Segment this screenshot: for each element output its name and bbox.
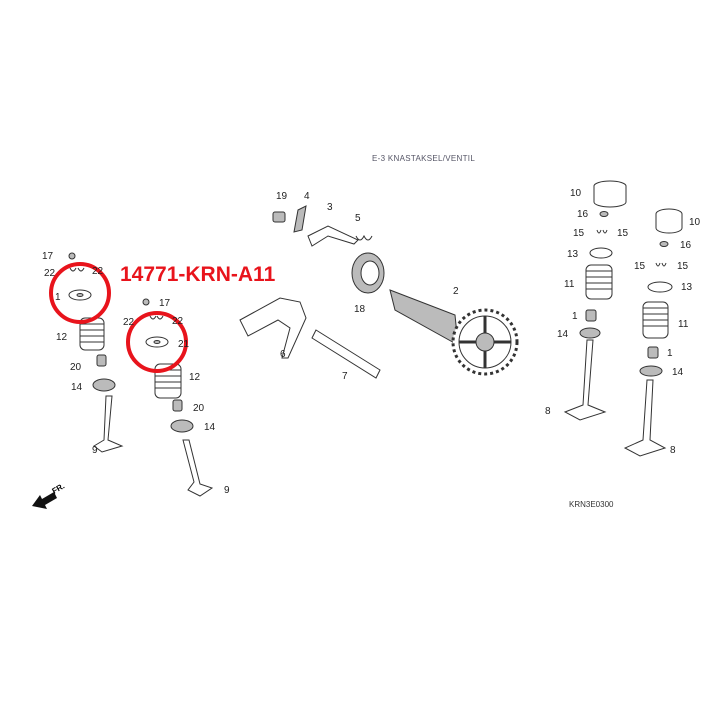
callout: 9 (224, 485, 230, 496)
callout: 13 (681, 282, 693, 293)
valve-assembly-right-2 (623, 208, 683, 457)
callout: 8 (545, 406, 551, 417)
callout: 20 (193, 403, 205, 414)
callout: 4 (304, 191, 310, 202)
tappet (593, 180, 627, 208)
front-direction-arrow: FR. (32, 481, 66, 509)
callout: 21 (178, 339, 190, 350)
callout: 2 (453, 286, 459, 297)
camshaft-parts (239, 205, 519, 379)
callout: 9 (92, 445, 98, 456)
front-label: FR. (51, 481, 67, 495)
callout: 1 (572, 311, 578, 322)
callout: 10 (689, 217, 701, 228)
callout: 22 (172, 316, 184, 327)
callout: 22 (44, 268, 56, 279)
cam-sprocket (451, 308, 519, 376)
callout: 16 (577, 209, 589, 220)
callout: 15 (677, 261, 689, 272)
callout: 12 (189, 372, 201, 383)
callout: 15 (573, 228, 585, 239)
callout: 22 (92, 266, 104, 277)
rocker-arm (239, 297, 307, 359)
callout: 14 (71, 382, 83, 393)
callout: 15 (617, 228, 629, 239)
callout: 1 (55, 292, 61, 303)
callout: 22 (123, 317, 135, 328)
callout: 16 (680, 240, 692, 251)
valve-assembly-right-1 (563, 180, 627, 421)
bolt (272, 211, 286, 223)
bearing (351, 252, 385, 294)
callout: 7 (342, 371, 348, 382)
callout: 11 (564, 279, 575, 290)
callout: 6 (280, 349, 286, 360)
plate (293, 205, 307, 233)
valve-stem-seal (96, 354, 107, 367)
callout-labels: 17 22 22 1 12 20 14 9 17 22 22 21 12 20 … (42, 188, 701, 496)
callout: 10 (570, 188, 582, 199)
callout: 11 (678, 319, 689, 330)
callout: 20 (70, 362, 82, 373)
valve-assembly-left-2 (142, 298, 214, 497)
callout: 5 (355, 213, 361, 224)
callout: 18 (354, 304, 366, 315)
valve (93, 395, 124, 453)
camshaft (389, 289, 459, 346)
callout: 14 (557, 329, 569, 340)
callout: 17 (42, 251, 54, 262)
highlight-circle-1 (49, 262, 111, 324)
callout: 14 (204, 422, 216, 433)
callout: 12 (56, 332, 68, 343)
callout: 8 (670, 445, 676, 456)
valve-assembly-left-1 (68, 252, 124, 453)
diagram-code: KRN3E0300 (569, 500, 614, 509)
part-number-annotation: 14771-KRN-A11 (120, 263, 276, 286)
callout: 17 (159, 298, 171, 309)
callout: 3 (327, 202, 333, 213)
callout: 15 (634, 261, 646, 272)
rocker-shaft (311, 329, 381, 379)
diagram-title: E-3 KNASTAKSEL/VENTIL (372, 154, 475, 163)
spring (355, 234, 373, 241)
callout: 1 (667, 348, 673, 359)
spring-seat (92, 378, 116, 392)
callout: 14 (672, 367, 684, 378)
lifter (307, 225, 359, 247)
callout: 13 (567, 249, 579, 260)
highlight-circle-2 (126, 311, 188, 373)
callout: 19 (276, 191, 288, 202)
